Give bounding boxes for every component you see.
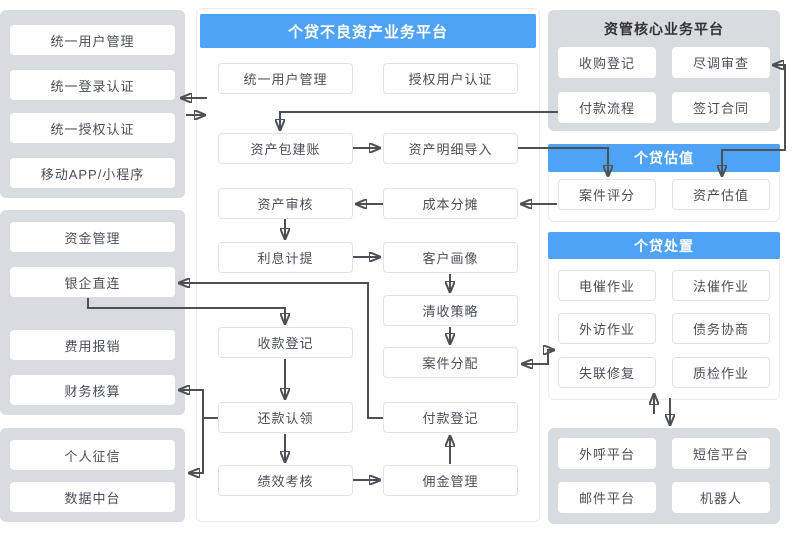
node-outbound-call-platform: 外呼平台: [558, 438, 656, 469]
node-payment-registration: 付款登记: [383, 402, 518, 433]
node-repayment-claim: 还款认领: [218, 402, 353, 433]
node-asset-valuation: 资产估值: [672, 179, 770, 210]
node-receipt-registration: 收款登记: [218, 327, 353, 358]
node-unified-authorization-auth: 统一授权认证: [10, 113, 175, 143]
node-email-platform: 邮件平台: [558, 482, 656, 513]
disposal-header: 个贷处置: [548, 232, 780, 259]
node-contract-signing: 签订合同: [672, 92, 770, 123]
node-quality-inspection: 质检作业: [672, 357, 770, 388]
node-due-diligence-review: 尽调审查: [672, 47, 770, 78]
node-case-scoring: 案件评分: [558, 179, 656, 210]
node-commission-management: 佣金管理: [383, 465, 518, 496]
node-field-visit: 外访作业: [558, 313, 656, 344]
node-interest-accrual: 利息计提: [218, 242, 353, 273]
node-asset-package-setup: 资产包建账: [218, 133, 353, 164]
node-bank-enterprise-direct: 银企直连: [10, 267, 175, 297]
node-fund-management: 资金管理: [10, 222, 175, 252]
node-authorized-user-auth: 授权用户认证: [383, 63, 518, 94]
node-asset-detail-import: 资产明细导入: [383, 133, 518, 164]
node-performance-appraisal: 绩效考核: [218, 465, 353, 496]
node-personal-credit: 个人征信: [10, 440, 175, 470]
node-center-user-management: 统一用户管理: [218, 63, 353, 94]
node-expense-reimbursement: 费用报销: [10, 330, 175, 360]
node-tele-collection: 电催作业: [558, 270, 656, 301]
core-platform-title: 资管核心业务平台: [604, 21, 724, 37]
node-sms-platform: 短信平台: [672, 438, 770, 469]
node-payment-process: 付款流程: [558, 92, 656, 123]
node-legal-collection: 法催作业: [672, 270, 770, 301]
node-unified-user-management: 统一用户管理: [10, 25, 175, 55]
node-contact-repair: 失联修复: [558, 357, 656, 388]
node-collection-strategy: 清收策略: [383, 295, 518, 326]
node-data-middle-platform: 数据中台: [10, 482, 175, 512]
node-cost-allocation: 成本分摊: [383, 188, 518, 219]
node-asset-review: 资产审核: [218, 188, 353, 219]
node-customer-profile: 客户画像: [383, 242, 518, 273]
center-panel-header: 个贷不良资产业务平台: [200, 14, 536, 48]
node-robot: 机器人: [672, 482, 770, 513]
node-mobile-app-miniprogram: 移动APP/小程序: [10, 158, 175, 188]
node-unified-login-auth: 统一登录认证: [10, 70, 175, 100]
valuation-header: 个贷估值: [548, 144, 780, 172]
node-case-assignment: 案件分配: [383, 347, 518, 378]
node-financial-accounting: 财务核算: [10, 375, 175, 405]
node-debt-negotiation: 债务协商: [672, 313, 770, 344]
node-acquisition-registration: 收购登记: [558, 47, 656, 78]
